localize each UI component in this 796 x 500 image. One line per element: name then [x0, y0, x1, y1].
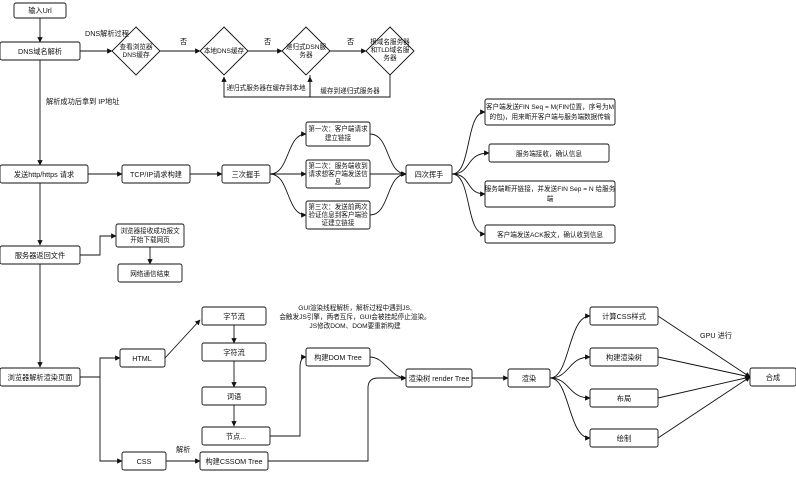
label-recursive-cache: 递归式服务器在缓存到本地 [226, 83, 306, 92]
node-html: HTML [119, 348, 166, 368]
gui-note-line-3: JS修改DOM、DOM要重新构建 [309, 321, 401, 330]
hs2-line-3: 息 [335, 177, 342, 186]
hs3-line-1: 第三次：发送前两次 [308, 202, 368, 211]
svg-text:CSS: CSS [137, 457, 152, 466]
connectors [37, 18, 751, 464]
svg-text:TCP/IP请求构建: TCP/IP请求构建 [130, 170, 182, 179]
node-fin-1: 客户端发送FIN Seq = M(FIN位置，序号为M 的包)，用来断开客户端与… [484, 98, 616, 126]
node-fin-2: 服务端接收，确认信息 [488, 143, 610, 163]
hs3-line-3: 证建立链接 [322, 218, 355, 227]
svg-text:HTML: HTML [132, 354, 152, 363]
label-no-2: 否 [264, 37, 271, 46]
node-compute-css: 计算CSS样式 [589, 306, 659, 326]
node-composite: 合成 [749, 367, 796, 387]
node-check-browser-cache: 查看浏览器 DNS缓存 [111, 26, 161, 76]
node-handshake-2: 第二次：服务端收到 请求想客户端发送信 息 [305, 159, 371, 189]
label-dns-process: DNS解析过程 [85, 29, 129, 38]
svg-text:构建CSSOM Tree: 构建CSSOM Tree [205, 457, 262, 466]
node-four-way-wave: 四次挥手 [405, 164, 453, 184]
svg-text:四次挥手: 四次挥手 [415, 170, 444, 179]
node-byte-stream: 字节流 [201, 306, 267, 326]
recursive-dns-line-2: 务器 [299, 50, 313, 59]
svg-text:发送http/https 请求: 发送http/https 请求 [14, 170, 74, 179]
label-no-1: 否 [180, 37, 187, 46]
hs1-line-1: 第一次：客户端请求 [308, 124, 368, 133]
node-recursive-dns: 递归式DSN服 务器 [281, 26, 331, 76]
svg-text:服务器返回文件: 服务器返回文件 [15, 251, 65, 260]
svg-text:渲染树 render Tree: 渲染树 render Tree [409, 374, 470, 383]
label-resolve-success: 解析成功后拿到 IP地址 [46, 97, 119, 106]
svg-text:合成: 合成 [766, 373, 780, 382]
hs2-line-2: 请求想客户端发送信 [308, 169, 368, 178]
svg-text:字符流: 字符流 [223, 348, 245, 357]
node-build-cssom: 构建CSSOM Tree [199, 451, 269, 471]
fw3-line-2: 端 [547, 194, 554, 203]
root-server-line-1: 根域名服务器 [370, 37, 410, 46]
root-server-line-2: 和TLD域名服 [371, 45, 410, 54]
label-gpu: GPU 进行 [700, 331, 732, 340]
svg-text:绘制: 绘制 [617, 434, 631, 443]
node-tokens: 词语 [201, 386, 267, 406]
svg-text:三次握手: 三次握手 [232, 170, 261, 179]
svg-text:字节流: 字节流 [223, 312, 245, 321]
svg-text:DNS域名解析: DNS域名解析 [18, 47, 62, 56]
node-render-tree: 渲染树 render Tree [405, 368, 473, 388]
gui-note-line-2: 会触发JS引擎，两者互斥，GUI会被挂起停止渲染。 [279, 312, 430, 321]
node-server-return: 服务器返回文件 [0, 245, 81, 265]
svg-text:构建DOM Tree: 构建DOM Tree [314, 353, 362, 362]
fw1-line-1: 客户端发送FIN Seq = M(FIN位置，序号为M [486, 102, 614, 111]
svg-text:网络通信结束: 网络通信结束 [130, 269, 170, 278]
node-build-dom: 构建DOM Tree [305, 347, 371, 367]
label-no-3: 否 [347, 37, 354, 46]
node-tcp-ip: TCP/IP请求构建 [121, 164, 191, 184]
node-input-url: 输入Url [13, 2, 67, 19]
node-browser-receive: 浏览器接收成功报文 开始下载网页 [115, 223, 185, 248]
node-char-stream: 字符流 [201, 342, 267, 362]
hs2-line-1: 第二次：服务端收到 [308, 161, 367, 170]
browser-cache-line-1: 查看浏览器 [120, 42, 153, 51]
local-dns-line-1: 本地DNS缓存 [204, 46, 245, 55]
gui-render-note: GUI渲染线程解析，解析过程中遇到JS, 会触发JS引擎，两者互斥，GUI会被挂… [279, 303, 430, 330]
node-handshake-3: 第三次：发送前两次 验证信息到客户端验 证建立链接 [305, 200, 371, 230]
svg-text:节点...: 节点... [226, 432, 246, 441]
node-build-render-tree: 构建渲染树 [589, 347, 659, 367]
node-send-http: 发送http/https 请求 [0, 164, 89, 184]
recursive-dns-line-1: 递归式DSN服 [286, 42, 327, 51]
svg-text:布局: 布局 [617, 394, 631, 403]
fw1-line-2: 的包)，用来断开客户端与服务端数据传输 [490, 112, 611, 121]
root-server-line-3: 务器 [383, 53, 397, 62]
svg-text:渲染: 渲染 [522, 374, 536, 383]
node-layout: 布局 [589, 388, 659, 408]
svg-text:构建渲染树: 构建渲染树 [606, 353, 642, 362]
hs1-line-2: 建立链接 [325, 133, 352, 142]
fw3-line-1: 服务端断开链接，并发送FIN Sep = N 给服务 [485, 184, 616, 193]
node-css: CSS [121, 451, 167, 471]
svg-text:输入Url: 输入Url [28, 6, 52, 15]
node-paint: 绘制 [589, 428, 659, 448]
node-render: 渲染 [507, 368, 551, 388]
node-render-page: 浏览器解析渲染页面 [0, 367, 81, 387]
svg-text:客户端发送ACK报文，确认收到信息: 客户端发送ACK报文，确认收到信息 [497, 230, 603, 239]
svg-text:计算CSS样式: 计算CSS样式 [602, 312, 646, 321]
node-three-way-handshake: 三次握手 [221, 164, 271, 184]
node-fin-4: 客户端发送ACK报文，确认收到信息 [484, 224, 616, 244]
node-comm-end: 网络通信结束 [117, 263, 183, 283]
browser-receive-line-1: 浏览器接收成功报文 [120, 226, 180, 235]
node-dom-nodes: 节点... [201, 426, 271, 446]
gui-note-line-1: GUI渲染线程解析，解析过程中遇到JS, [298, 303, 412, 312]
browser-receive-line-2: 开始下载网页 [130, 235, 170, 244]
browser-cache-line-2: DNS缓存 [122, 50, 150, 59]
node-handshake-1: 第一次：客户端请求 建立链接 [305, 121, 371, 147]
svg-text:服务端接收，确认信息: 服务端接收，确认信息 [516, 149, 582, 158]
label-cache-to-recursive: 缓存到递归式服务器 [320, 86, 380, 95]
node-fin-3: 服务端断开链接，并发送FIN Sep = N 给服务 端 [484, 180, 616, 208]
label-parse: 解析 [176, 445, 190, 454]
node-local-dns-cache: 本地DNS缓存 [199, 26, 249, 76]
node-dns-parse: DNS域名解析 [0, 41, 81, 61]
hs3-line-2: 验证信息到客户端验 [308, 210, 368, 219]
svg-text:词语: 词语 [227, 392, 241, 401]
node-root-server: 根域名服务器 和TLD域名服 务器 [365, 26, 415, 76]
svg-text:浏览器解析渲染页面: 浏览器解析渲染页面 [8, 373, 73, 382]
